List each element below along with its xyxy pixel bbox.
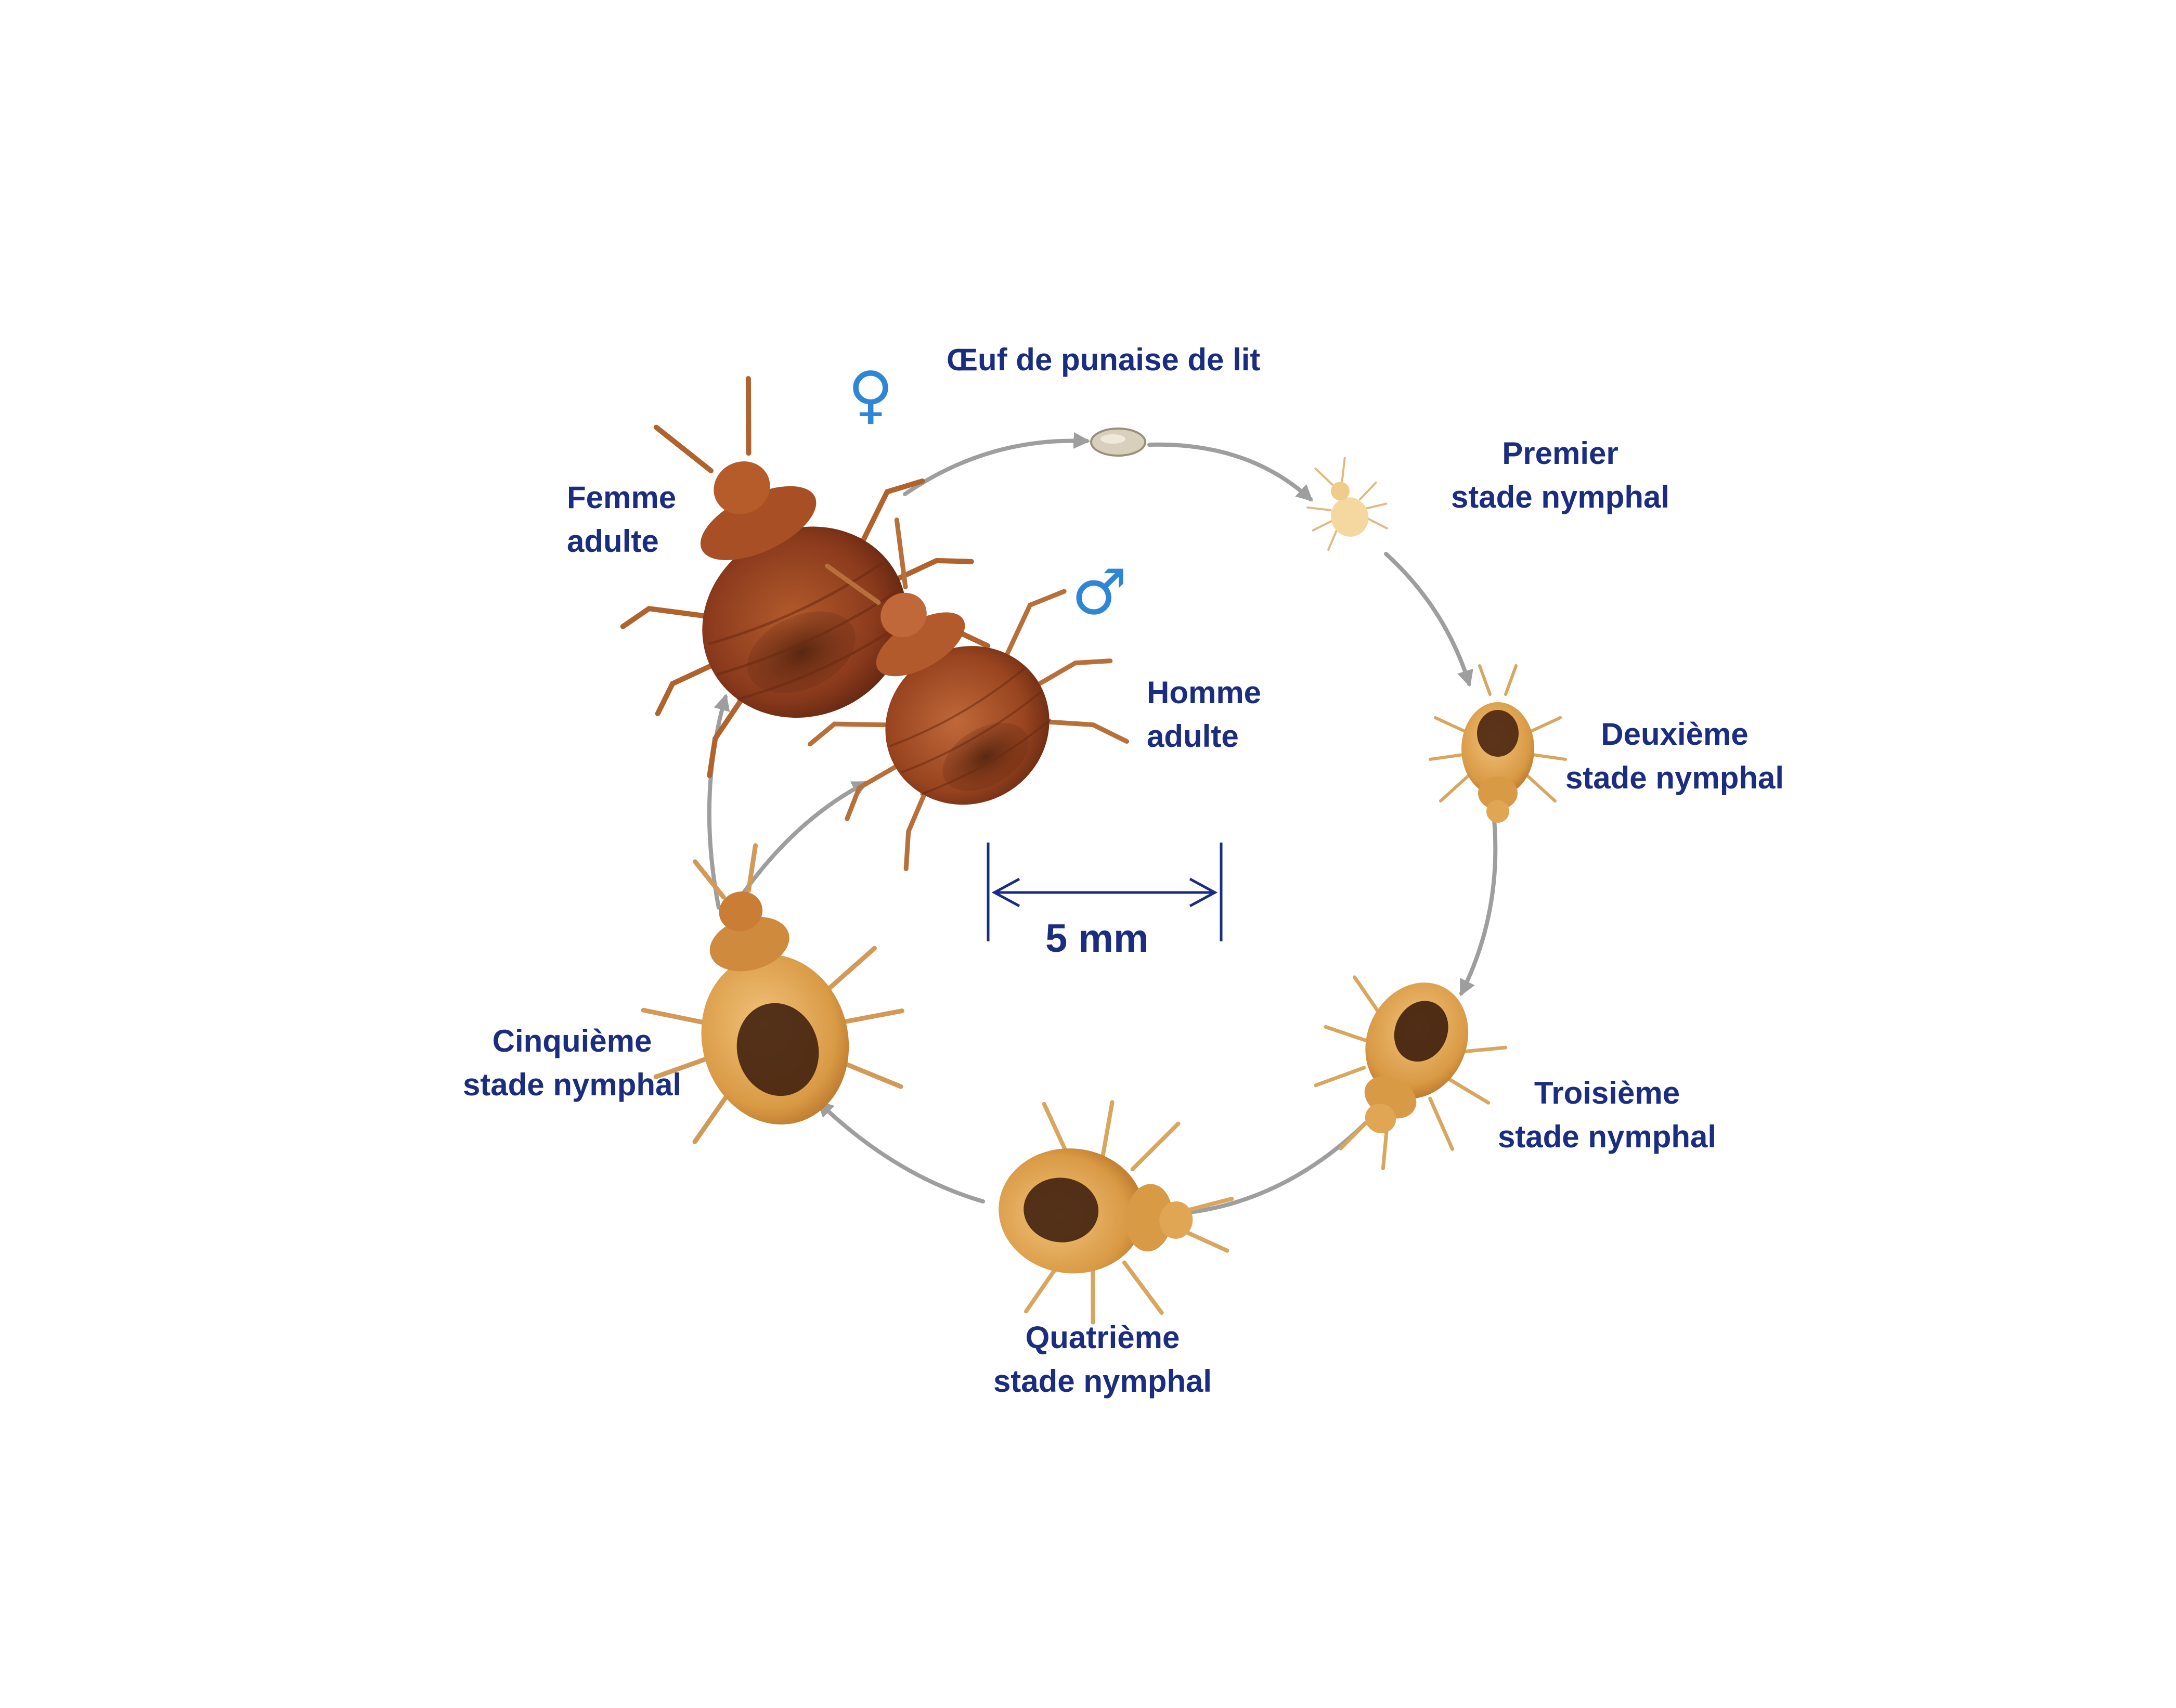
second-instar-nymph-image bbox=[1429, 664, 1567, 823]
nymph4-label-line2: stade nymphal bbox=[993, 1364, 1212, 1399]
scale-bar bbox=[987, 843, 1223, 941]
male-label-line1: Homme bbox=[1147, 675, 1262, 710]
nymph5-label: Cinquième stade nymphal bbox=[437, 1019, 707, 1107]
nymph2-label-line2: stade nymphal bbox=[1565, 760, 1784, 795]
arrow-female-to-egg bbox=[903, 432, 1091, 496]
nymph5-label-line2: stade nymphal bbox=[462, 1067, 682, 1102]
arrow-nymph1-to-nymph2 bbox=[1384, 552, 1473, 688]
female-label-line1: Femme bbox=[567, 480, 677, 515]
nymph2-label-line1: Deuxième bbox=[1601, 717, 1748, 752]
male-symbol-icon: ♂ bbox=[1071, 557, 1128, 629]
egg-label-text: Œuf de punaise de lit bbox=[947, 342, 1261, 377]
arrow-nymph4-to-nymph5 bbox=[817, 1100, 985, 1204]
female-symbol-icon: ♀ bbox=[848, 359, 893, 431]
fourth-instar-nymph-image bbox=[999, 1100, 1234, 1325]
third-instar-nymph-image bbox=[1314, 975, 1508, 1171]
arrow-nymph3-to-nymph4 bbox=[1167, 1121, 1367, 1222]
egg-label: Œuf de punaise de lit bbox=[947, 338, 1260, 382]
nymph5-label-line1: Cinquième bbox=[492, 1024, 652, 1058]
nymph4-label-line1: Quatrième bbox=[1025, 1320, 1180, 1355]
nymph3-label: Troisième stade nymphal bbox=[1472, 1071, 1742, 1159]
male-adult-bug-image bbox=[808, 517, 1130, 872]
egg-image bbox=[1090, 428, 1146, 457]
female-label: Femme adulte bbox=[567, 476, 676, 563]
cycle-arrows bbox=[707, 432, 1498, 1222]
fifth-instar-nymph-image bbox=[641, 843, 904, 1144]
arrow-egg-to-nymph1 bbox=[1147, 442, 1313, 502]
nymph4-label: Quatrième stade nymphal bbox=[967, 1316, 1238, 1403]
nymph1-label-line1: Premier bbox=[1502, 436, 1618, 471]
female-label-line2: adulte bbox=[567, 524, 659, 559]
nymph1-label-line2: stade nymphal bbox=[1450, 480, 1670, 514]
male-label: Homme adulte bbox=[1147, 671, 1261, 758]
arrow-nymph5-to-female bbox=[707, 693, 730, 910]
nymph3-label-line2: stade nymphal bbox=[1497, 1119, 1717, 1154]
nymph1-label: Premier stade nymphal bbox=[1425, 432, 1695, 519]
arrow-nymph2-to-nymph3 bbox=[1459, 812, 1498, 997]
first-instar-nymph-image bbox=[1306, 457, 1388, 551]
nymph2-label: Deuxième stade nymphal bbox=[1539, 713, 1810, 800]
scale-bar-label: 5 mm bbox=[1045, 916, 1149, 961]
male-label-line2: adulte bbox=[1147, 719, 1239, 754]
nymph3-label-line1: Troisième bbox=[1534, 1076, 1680, 1110]
female-adult-bug-image bbox=[620, 376, 991, 779]
